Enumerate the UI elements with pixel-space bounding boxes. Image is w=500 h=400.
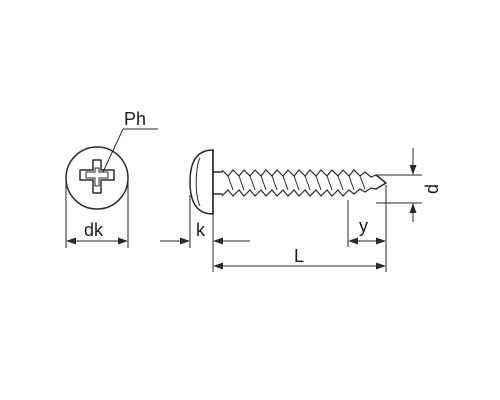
- screw-side-view: [189, 149, 387, 215]
- pan-head: [189, 149, 214, 215]
- k-dimension: k: [160, 195, 250, 272]
- ph-label: Ph: [124, 109, 146, 129]
- y-label: y: [359, 216, 368, 236]
- dk-dimension: dk: [65, 180, 129, 248]
- d-label: d: [422, 184, 442, 194]
- head-outline: [65, 146, 129, 210]
- k-label: k: [196, 220, 206, 240]
- l-dimension: L: [213, 185, 387, 272]
- l-label: L: [294, 246, 304, 266]
- y-dimension: y: [347, 200, 386, 247]
- phillips-cross-inner: [85, 167, 109, 187]
- thread-bottom: [221, 187, 377, 197]
- d-dimension: d: [376, 148, 442, 222]
- phillips-cross-icon: [79, 159, 115, 194]
- ph-leader-line: [102, 128, 158, 173]
- screw-tip: [375, 174, 387, 190]
- head-top-view: Ph: [65, 109, 158, 210]
- thread-top: [221, 169, 377, 178]
- dk-label: dk: [84, 220, 104, 240]
